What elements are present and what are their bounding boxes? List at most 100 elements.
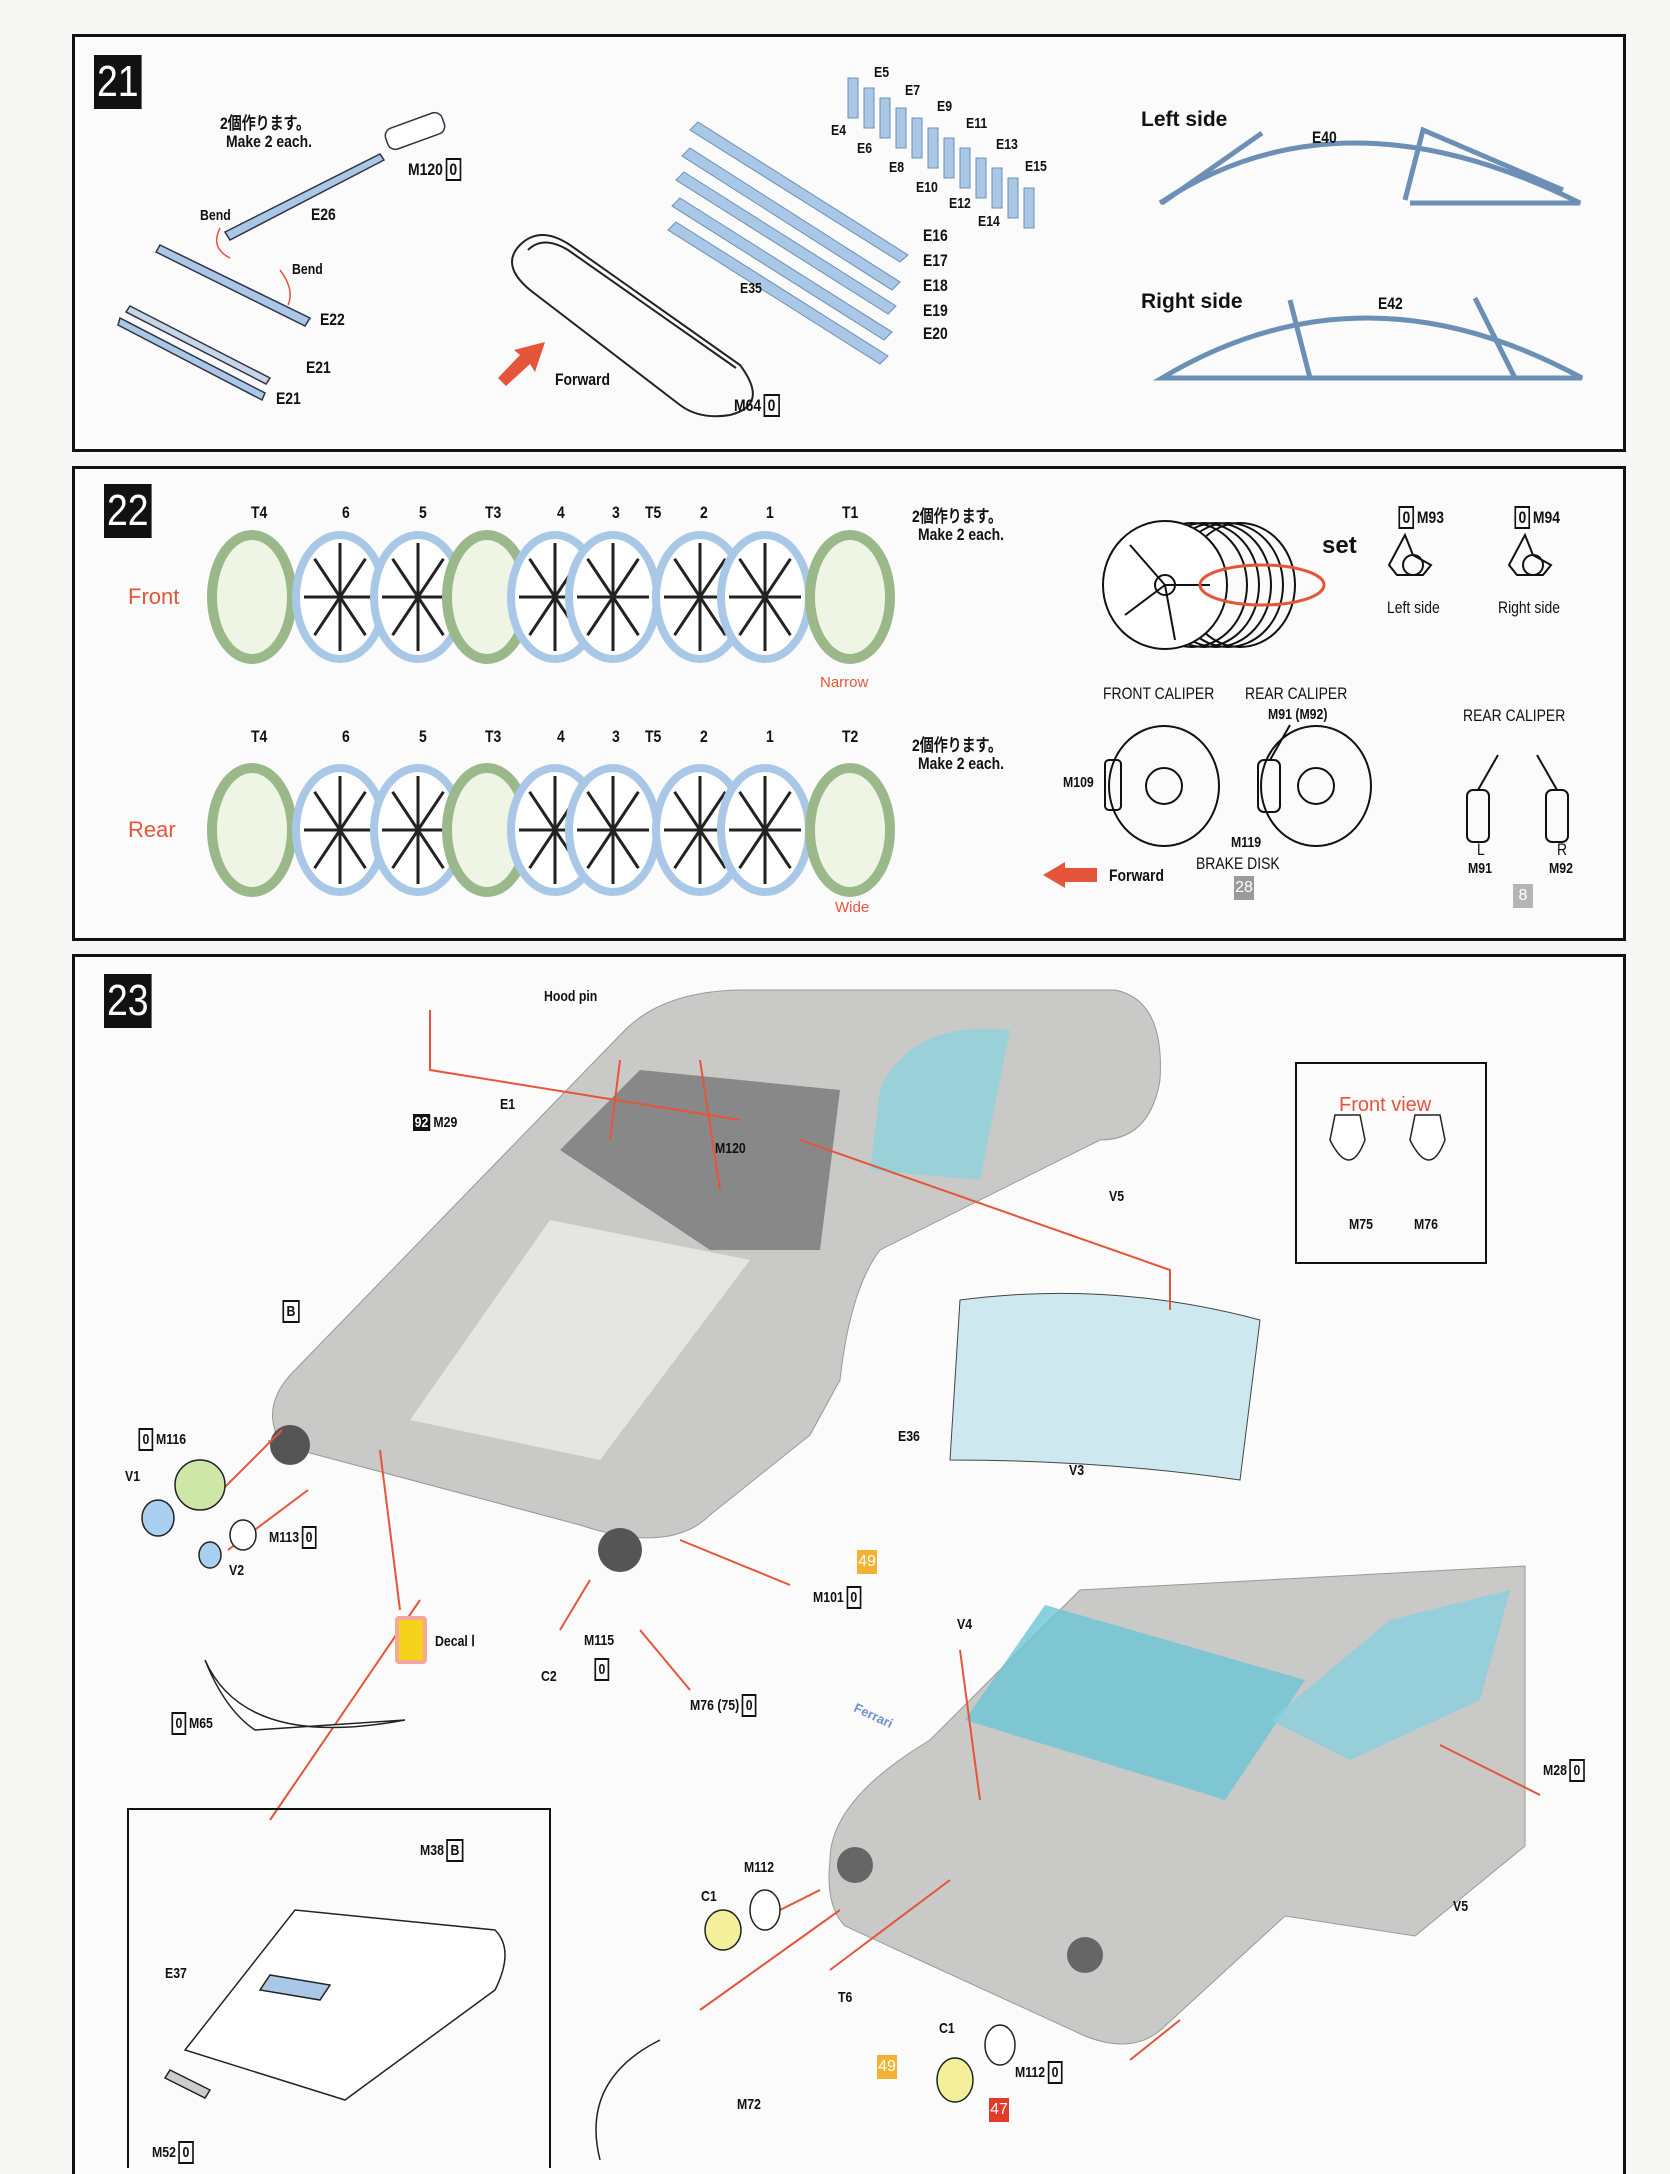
wheel-spoke xyxy=(528,790,557,831)
part-label-e4: E4 xyxy=(831,122,847,139)
part-label-e16: E16 xyxy=(923,226,948,245)
part-label-m76: M76 xyxy=(1414,1216,1438,1233)
part-label-m92: M92 xyxy=(1549,860,1573,877)
wheel-spoke xyxy=(586,596,615,637)
instruction-jp: 2個作ります。 xyxy=(912,736,1003,755)
wheel-part-label: T4 xyxy=(251,503,268,522)
wheel-spoke xyxy=(673,557,702,598)
part-label-m120: M120 xyxy=(715,1140,746,1157)
small-parts xyxy=(141,1114,1446,2160)
part-label-m119: M119 xyxy=(1231,834,1262,851)
color-code-badge: 47 xyxy=(989,2098,1009,2122)
wheel-spoke xyxy=(313,829,342,870)
wheel-spoke xyxy=(673,829,702,870)
wheel-part-label: T4 xyxy=(251,727,268,746)
part-label-e40: E40 xyxy=(1312,128,1337,147)
wheel-part-label: 5 xyxy=(419,503,427,522)
narrow-label: Narrow xyxy=(820,674,869,691)
wheel-spoke xyxy=(416,557,445,598)
color-code-badge: 28 xyxy=(1234,876,1254,900)
part-label-e14: E14 xyxy=(978,213,1000,230)
part-label-m115: M115 xyxy=(584,1632,615,1649)
part-label-v2: V2 xyxy=(229,1562,245,1579)
wheel-spoke xyxy=(763,596,792,637)
part-label-v5: V5 xyxy=(1453,1898,1469,1915)
tire-part xyxy=(805,530,895,664)
part-label-m76-75: M76 (75)0 xyxy=(690,1694,759,1717)
instruction-jp: 2個作ります。 xyxy=(220,114,311,133)
instruction-en: Make 2 each. xyxy=(226,132,313,151)
part-label-e8: E8 xyxy=(889,159,905,176)
wheel-spoke xyxy=(738,829,767,870)
wheel-part-label: T3 xyxy=(485,503,502,522)
front-caliper-label: FRONT CALIPER xyxy=(1103,684,1215,703)
wheel-spoke xyxy=(338,596,367,637)
wheel-spoke xyxy=(313,790,342,831)
left-side-label: Left side xyxy=(1141,108,1228,131)
part-label-m29: 92 M29 xyxy=(413,1114,458,1131)
bend-note: Bend xyxy=(200,207,231,224)
wheel-part-label: 6 xyxy=(342,727,350,746)
part-label-e17: E17 xyxy=(923,251,948,270)
part-label-e9: E9 xyxy=(937,98,953,115)
wheel-spoke xyxy=(763,557,792,598)
car-body-top-view xyxy=(268,989,1261,1572)
front-label: Front xyxy=(128,584,180,609)
forward-label: Forward xyxy=(1109,866,1164,885)
part-label-c1: C1 xyxy=(701,1888,717,1905)
wheel-spoke xyxy=(673,596,702,637)
part-label-e12: E12 xyxy=(949,195,971,212)
part-label-m72: M72 xyxy=(737,2096,761,2113)
part-label-m75: M75 xyxy=(1349,1216,1373,1233)
forward-label: Forward xyxy=(555,370,610,389)
wheel-spoke xyxy=(416,596,445,637)
tire-part xyxy=(805,763,895,897)
wheel-spoke xyxy=(738,557,767,598)
wheel-spoke xyxy=(698,596,727,637)
part-label-e22: E22 xyxy=(320,310,345,329)
wheel-exploded-views xyxy=(207,530,895,897)
part-tree-b: B xyxy=(282,1300,300,1323)
wheel-spoke xyxy=(391,829,420,870)
wheel-spoke xyxy=(416,829,445,870)
wheel-spoke xyxy=(528,557,557,598)
wheel-spoke xyxy=(338,790,367,831)
ferrari-decal-icon xyxy=(395,1616,427,1664)
right-side-label: Right side xyxy=(1498,598,1560,617)
part-label-t2: T2 xyxy=(842,727,859,746)
part-label-e19: E19 xyxy=(923,301,948,320)
wheel-spoke xyxy=(611,829,640,870)
wheel-part-label: 1 xyxy=(766,503,774,522)
part-label-e6: E6 xyxy=(857,140,873,157)
rear-caliper-label: REAR CALIPER xyxy=(1463,706,1566,725)
wheel-part-label: 1 xyxy=(766,727,774,746)
part-label-e21: E21 xyxy=(306,358,331,377)
part-label-v3: V3 xyxy=(1069,1462,1085,1479)
part-label-e5: E5 xyxy=(874,64,890,81)
part-label-c1: C1 xyxy=(939,2020,955,2037)
wheel-spoke xyxy=(763,829,792,870)
part-label-v4: V4 xyxy=(957,1616,973,1633)
part-label-e37: E37 xyxy=(165,1965,187,1982)
wheel-spoke xyxy=(698,829,727,870)
wheel-spoke xyxy=(528,829,557,870)
wiper-assembly xyxy=(117,111,446,402)
rear-caliper-label: REAR CALIPER xyxy=(1245,684,1348,703)
right-side-label: Right side xyxy=(1141,290,1243,313)
part-label-e15: E15 xyxy=(1025,158,1047,175)
wheel-part-label: 4 xyxy=(557,503,565,522)
wheel-part-label: 2 xyxy=(700,727,708,746)
instruction-en: Make 2 each. xyxy=(918,754,1005,773)
wheel-spoke xyxy=(391,790,420,831)
tire-part xyxy=(207,763,297,897)
wheel-spoke xyxy=(391,596,420,637)
forward-arrow-icon xyxy=(498,342,545,386)
